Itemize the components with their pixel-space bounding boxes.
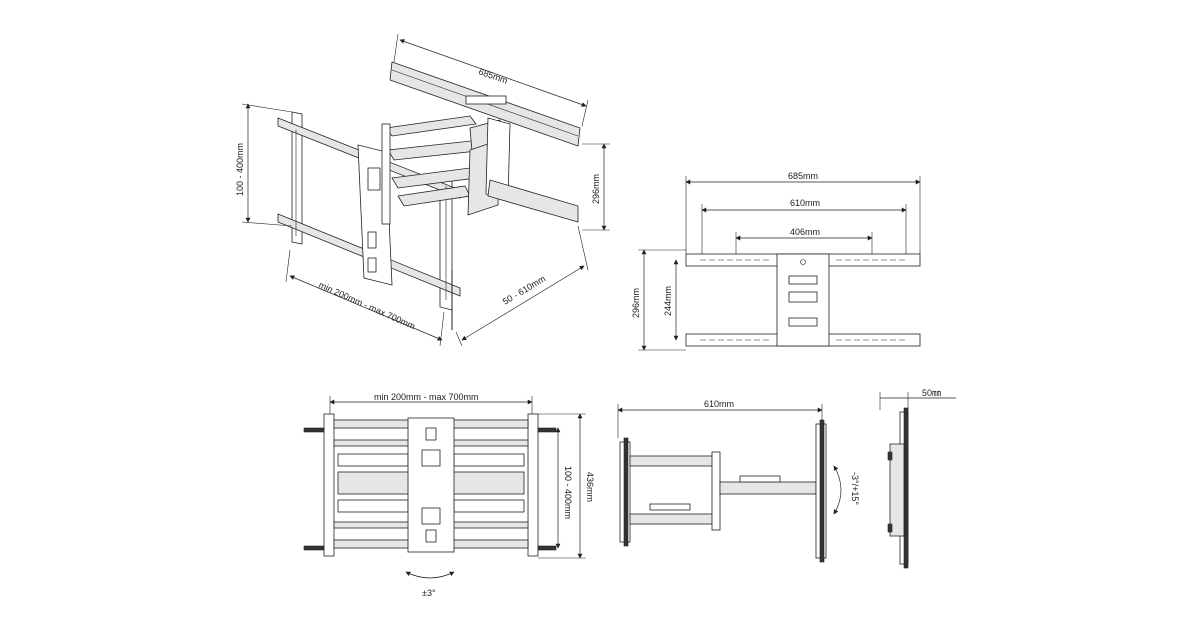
front-dim-inner-width: 406mm [735,227,873,254]
profile-body [887,407,909,569]
rear-vesa-vertical-label: 100 - 400mm [563,466,573,519]
rear-dim-vesa-vertical: 100 - 400mm [555,427,573,549]
side-extension-label: 610mm [704,399,734,409]
front-inner-width-label: 406mm [790,227,820,237]
side-tilt: -3°/+15° [833,465,860,515]
iso-extension-label: 50 - 610mm [501,273,547,306]
rear-dim-vesa-horizontal: min 200mm - max 700mm [329,392,533,414]
front-plate-height-label: 296mm [631,288,641,318]
side-view: 610mm -3°/+15° [617,399,860,563]
rear-view: min 200mm - max 700mm 100 - 400mm 436mm … [303,392,595,598]
side-arm [619,419,827,563]
front-plate [685,253,921,347]
front-view: 685mm 610mm 406mm 296mm 244mm [631,171,921,351]
iso-plate-height-label: 296mm [591,174,601,204]
isometric-view: 685mm 296mm 100 - 400mm min 200mm - max … [235,33,610,347]
front-dim-hole-spacing: 244mm [663,259,679,341]
rear-rotation: ±3° [405,571,455,598]
front-total-width-label: 685mm [788,171,818,181]
profile-dim-depth: 50㎜ [879,388,956,410]
rear-vesa-horizontal-label: min 200mm - max 700mm [374,392,479,402]
iso-dim-plate-height: 296mm [582,143,610,231]
rear-total-height-label: 436mm [585,472,595,502]
front-hole-spacing-label: 244mm [663,286,673,316]
iso-vesa-vertical-label: 100 - 400mm [235,143,245,196]
rear-bracket [303,413,557,557]
front-mid-width-label: 610mm [790,198,820,208]
iso-vesa-horizontal-label: min 200mm - max 700mm [317,280,417,332]
iso-dim-vesa-vertical: 100 - 400mm [235,103,293,227]
rear-dim-total-height: 436mm [538,413,595,559]
iso-dim-extension: 50 - 610mm [455,225,589,347]
front-dim-total-width: 685mm [685,171,921,254]
side-dim-extension: 610mm [617,399,823,438]
front-dim-mid-width: 610mm [701,198,907,254]
side-tilt-label: -3°/+15° [850,472,860,505]
profile-depth-label: 50㎜ [922,388,941,398]
profile-view: 50㎜ [879,388,956,569]
iso-arm-width-label: 685mm [477,66,509,85]
rear-rotation-label: ±3° [422,588,436,598]
front-dim-plate-height: 296mm [631,249,686,351]
